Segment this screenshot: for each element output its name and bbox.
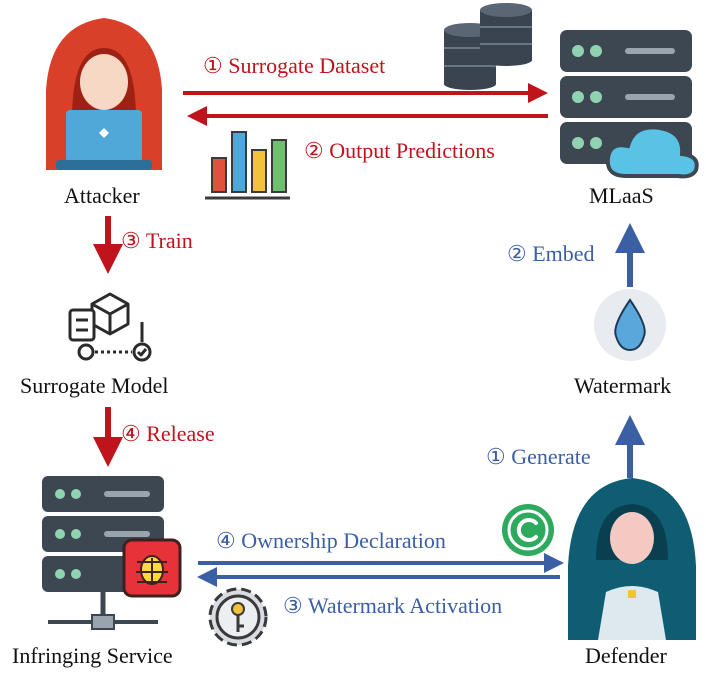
node-label-attacker: Attacker xyxy=(64,183,140,208)
gear-with-key-icon xyxy=(208,587,268,647)
edge-label-generate: ① Generate xyxy=(486,444,591,469)
node-label-infringing-service: Infringing Service xyxy=(12,643,173,668)
edge-label-surrogate-dataset: ① Surrogate Dataset xyxy=(203,53,386,78)
hooded-attacker-with-laptop-icon xyxy=(46,18,162,170)
server-with-bug-icon xyxy=(42,476,182,630)
edge-label-watermark-activation: ③ Watermark Activation xyxy=(283,593,503,618)
node-label-watermark: Watermark xyxy=(574,373,672,398)
edge-label-release: ④ Release xyxy=(121,421,215,446)
edge-label-ownership-declaration: ④ Ownership Declaration xyxy=(216,528,446,553)
cloud-server-icon xyxy=(560,30,699,179)
node-label-surrogate-model: Surrogate Model xyxy=(20,373,169,398)
node-label-mlaas: MLaaS xyxy=(589,183,654,208)
edge-label-embed: ② Embed xyxy=(507,241,595,266)
copyright-icon xyxy=(502,504,554,556)
bar-chart-icon xyxy=(205,131,290,200)
water-drop-icon xyxy=(594,289,666,361)
edge-label-output-predictions: ② Output Predictions xyxy=(304,138,495,163)
database-stack-icon xyxy=(444,3,532,90)
node-label-defender: Defender xyxy=(585,643,667,668)
model-cube-workflow-icon xyxy=(68,292,152,362)
edge-label-train: ③ Train xyxy=(121,228,193,253)
hooded-defender-icon xyxy=(568,478,696,640)
